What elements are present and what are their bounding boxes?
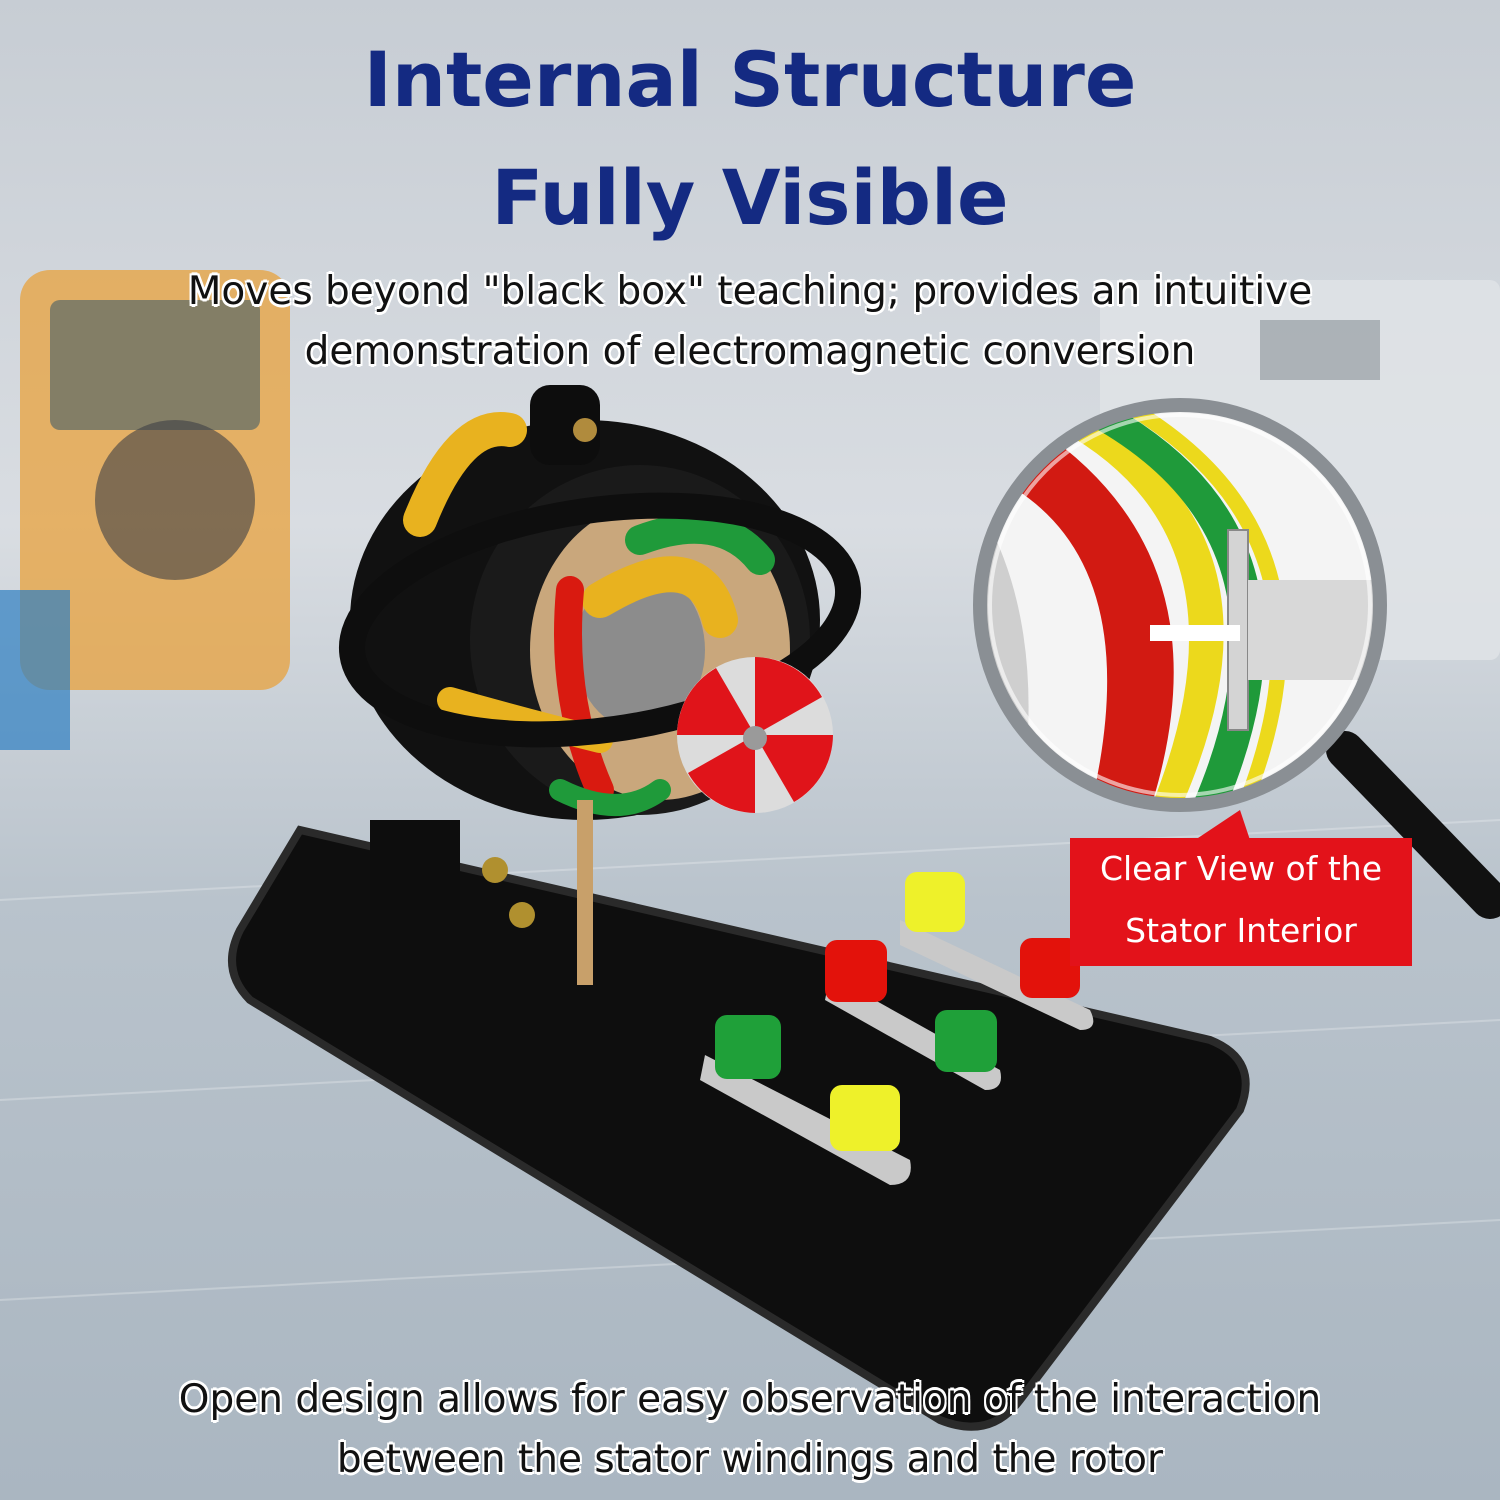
red-terminal-2 <box>825 940 887 1002</box>
terminal-strip-bottom <box>700 1015 911 1185</box>
callout-line-2: Stator Interior <box>1125 911 1357 950</box>
callout-line-1: Clear View of the <box>1099 849 1383 888</box>
headline-line-2: Fully Visible <box>491 153 1009 242</box>
headline-line-1: Internal Structure <box>363 35 1137 124</box>
footer-line-2: between the stator windings and the roto… <box>336 1437 1164 1482</box>
yellow-terminal-1 <box>905 872 965 932</box>
magnifying-glass-icon <box>973 398 1500 919</box>
motor-base <box>228 825 1250 1431</box>
terminal-strip-middle <box>825 940 1001 1090</box>
callout-pointer <box>1195 810 1250 840</box>
rotor-disc <box>677 657 833 813</box>
subheading-line-1: Moves beyond "black box" teaching; provi… <box>187 269 1313 314</box>
green-terminal-1 <box>935 1010 997 1072</box>
motor-bracket <box>370 820 460 910</box>
multimeter-background <box>20 270 290 690</box>
screw-icon <box>573 418 597 442</box>
green-terminal-2 <box>715 1015 781 1079</box>
screw-icon <box>482 857 508 883</box>
hex-nut-icon <box>743 726 767 750</box>
screw-icon <box>509 902 535 928</box>
footer-line-1: Open design allows for easy observation … <box>178 1377 1322 1422</box>
subheading-line-2: demonstration of electromagnetic convers… <box>304 329 1196 374</box>
yellow-terminal-2 <box>830 1085 900 1151</box>
stator-windings <box>403 412 775 816</box>
terminal-strip-top <box>900 872 1094 1030</box>
stator-callout: Clear View of the Stator Interior <box>1070 838 1412 966</box>
red-terminal-1 <box>1020 938 1080 998</box>
